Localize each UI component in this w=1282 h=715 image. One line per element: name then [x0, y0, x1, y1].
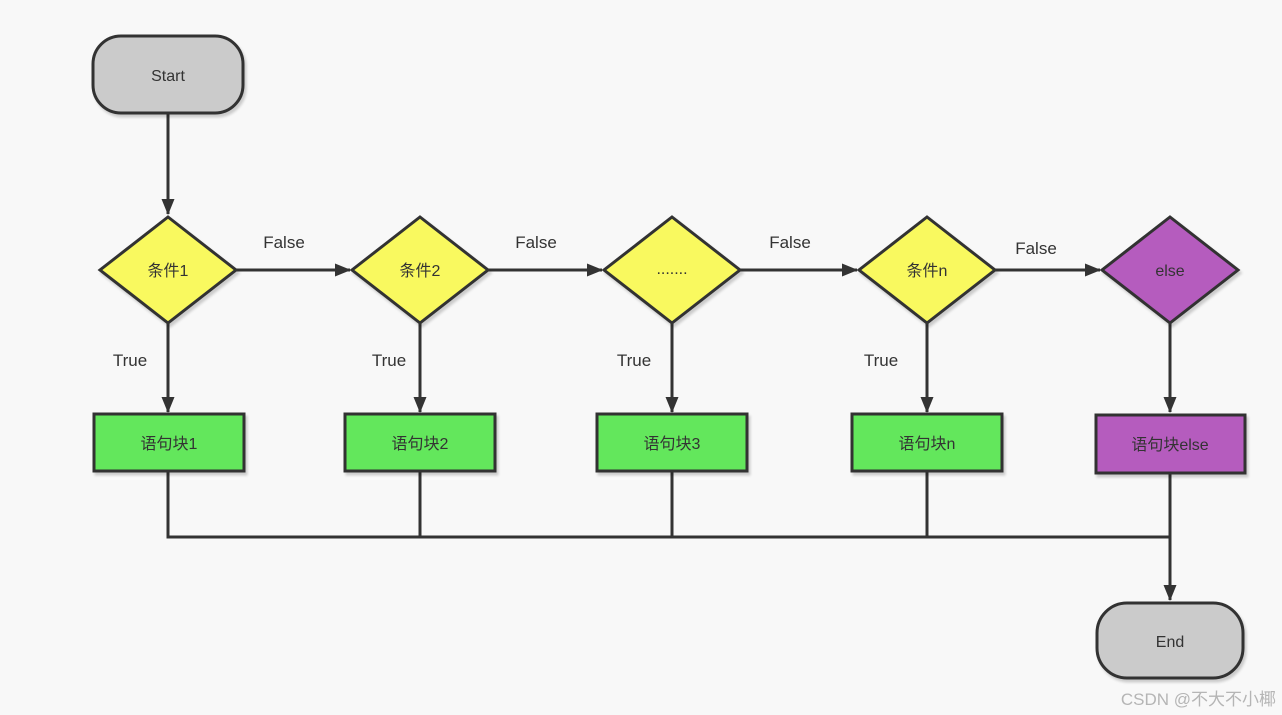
- statement-1-label: 语句块1: [141, 435, 198, 453]
- edge-label-true-4: True: [864, 351, 898, 370]
- statement-1-rect: [92, 412, 246, 473]
- watermark: CSDN @不大不小椰: [1121, 690, 1276, 709]
- edge-join-stmt1-bus: [166, 471, 1170, 539]
- statement-else-rect: [1094, 413, 1247, 475]
- else-label: else: [1155, 263, 1184, 280]
- statement-3-rect: [595, 412, 749, 473]
- statement-n-label: 语句块n: [899, 435, 956, 453]
- edge-label-false-3: False: [769, 233, 811, 252]
- statement-n-rect: [850, 412, 1004, 473]
- condition-1-label: 条件1: [148, 262, 189, 280]
- condition-2-diamond: [349, 215, 491, 325]
- condition-ellipsis-shape: [601, 215, 743, 325]
- edge-label-true-1: True: [113, 351, 147, 370]
- statement-3-shape: [595, 412, 749, 473]
- condition-n-diamond: [856, 215, 998, 325]
- statement-2-rect: [343, 412, 497, 473]
- start-node-shape: [91, 34, 245, 115]
- end-node-label: End: [1156, 634, 1184, 651]
- end-node-shape: [1095, 601, 1245, 680]
- statement-2-shape: [343, 412, 497, 473]
- start-node-label: Start: [151, 68, 185, 85]
- statement-else-label: 语句块else: [1131, 436, 1208, 454]
- statement-else-shape: [1094, 413, 1247, 475]
- edge-label-true-2: True: [372, 351, 406, 370]
- statement-n-shape: [850, 412, 1004, 473]
- edge-label-true-3: True: [617, 351, 651, 370]
- edge-label-false-4: False: [1015, 239, 1057, 258]
- else-diamond: [1099, 215, 1241, 325]
- condition-1-diamond: [97, 215, 239, 325]
- condition-2-label: 条件2: [400, 262, 441, 280]
- edge-label-false-1: False: [263, 233, 305, 252]
- statement-3-label: 语句块3: [644, 435, 701, 453]
- end-node: [1095, 601, 1245, 680]
- condition-n-shape: [856, 215, 998, 325]
- condition-1-shape: [97, 215, 239, 325]
- condition-2-shape: [349, 215, 491, 325]
- statement-2-label: 语句块2: [392, 435, 449, 453]
- condition-ellipsis-diamond: [601, 215, 743, 325]
- statement-1-shape: [92, 412, 246, 473]
- else-shape: [1099, 215, 1241, 325]
- condition-n-label: 条件n: [907, 262, 948, 280]
- condition-ellipsis-label: .......: [656, 261, 687, 278]
- start-node: [91, 34, 245, 115]
- edge-label-false-2: False: [515, 233, 557, 252]
